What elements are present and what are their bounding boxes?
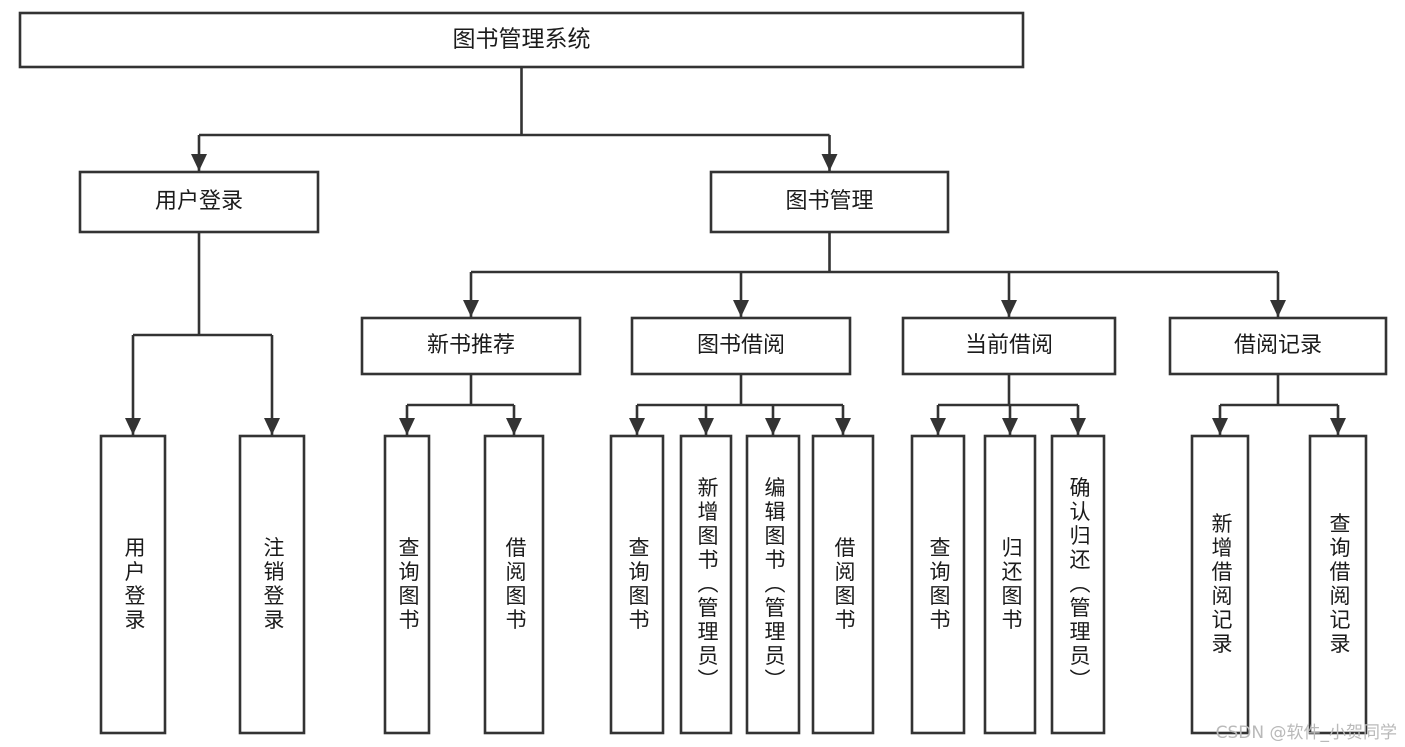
node-current-borrow[interactable]: 当前借阅 bbox=[901, 316, 1117, 376]
leaf-leaf-query-book-3[interactable]: 查询图书 bbox=[910, 434, 966, 735]
leaf-leaf-confirm-return[interactable]: 确认归还（管理员） bbox=[1050, 434, 1106, 735]
leaf-leaf-borrow-book-2-label: 借阅图书 bbox=[832, 537, 856, 633]
node-book-management[interactable]: 图书管理 bbox=[709, 170, 950, 234]
leaf-leaf-edit-book-rect bbox=[745, 434, 801, 735]
leaf-leaf-query-book-1-label: 查询图书 bbox=[396, 537, 420, 633]
leaf-leaf-return-book[interactable]: 归还图书 bbox=[983, 434, 1037, 735]
node-new-book-recommend[interactable]: 新书推荐 bbox=[360, 316, 582, 376]
node-new-book-recommend-rect bbox=[360, 316, 582, 376]
leaf-leaf-user-login[interactable]: 用户登录 bbox=[99, 434, 167, 735]
book-borrow-arrow-0 bbox=[629, 418, 645, 435]
leaf-leaf-query-book-1-rect bbox=[383, 434, 431, 735]
leaf-leaf-confirm-return-rect bbox=[1050, 434, 1106, 735]
leaf-leaf-borrow-book-2-rect bbox=[811, 434, 875, 735]
node-book-borrow-label: 图书借阅 bbox=[697, 333, 785, 358]
node-current-borrow-rect bbox=[901, 316, 1117, 376]
book-management-arrow-0 bbox=[463, 300, 479, 317]
borrow-records-arrow-1 bbox=[1330, 418, 1346, 435]
node-book-management-label: 图书管理 bbox=[785, 189, 873, 214]
leaf-leaf-add-book[interactable]: 新增图书（管理员） bbox=[679, 434, 733, 735]
leaf-leaf-query-record[interactable]: 查询借阅记录 bbox=[1308, 434, 1368, 735]
node-user-login[interactable]: 用户登录 bbox=[78, 170, 320, 234]
node-borrow-records[interactable]: 借阅记录 bbox=[1168, 316, 1388, 376]
node-book-borrow-rect bbox=[630, 316, 852, 376]
leaf-leaf-add-record-rect bbox=[1190, 434, 1250, 735]
leaf-leaf-query-book-2[interactable]: 查询图书 bbox=[609, 434, 665, 735]
book-borrow-arrow-1 bbox=[698, 418, 714, 435]
node-root[interactable]: 图书管理系统 bbox=[18, 11, 1025, 69]
leaf-leaf-borrow-book-1-label: 借阅图书 bbox=[503, 537, 527, 633]
leaf-leaf-query-book-2-rect bbox=[609, 434, 665, 735]
leaf-leaf-query-record-rect bbox=[1308, 434, 1368, 735]
node-book-borrow[interactable]: 图书借阅 bbox=[630, 316, 852, 376]
leaf-leaf-user-logout-rect bbox=[238, 434, 306, 735]
leaf-leaf-query-book-2-label: 查询图书 bbox=[626, 537, 650, 633]
new-book-recommend-arrow-1 bbox=[506, 418, 522, 435]
leaf-leaf-query-record-label: 查询借阅记录 bbox=[1327, 513, 1351, 657]
node-user-login-rect bbox=[78, 170, 320, 234]
root-arrow-0 bbox=[191, 154, 207, 171]
node-new-book-recommend-label: 新书推荐 bbox=[427, 333, 515, 358]
leaf-leaf-edit-book[interactable]: 编辑图书（管理员） bbox=[745, 434, 801, 735]
node-user-login-label: 用户登录 bbox=[155, 189, 243, 214]
connectors-layer bbox=[125, 67, 1346, 435]
leaf-leaf-edit-book-label: 编辑图书（管理员） bbox=[762, 477, 786, 693]
leaf-leaf-borrow-book-1[interactable]: 借阅图书 bbox=[483, 434, 545, 735]
leaf-leaf-user-login-label: 用户登录 bbox=[122, 537, 146, 633]
leaf-leaf-user-logout-label: 注销登录 bbox=[261, 537, 285, 633]
leaf-leaf-add-record-label: 新增借阅记录 bbox=[1209, 513, 1233, 657]
book-borrow-arrow-3 bbox=[835, 418, 851, 435]
leaf-leaf-add-book-label: 新增图书（管理员） bbox=[695, 477, 719, 693]
leaf-leaf-borrow-book-2[interactable]: 借阅图书 bbox=[811, 434, 875, 735]
leaf-leaf-borrow-book-1-rect bbox=[483, 434, 545, 735]
root-arrow-1 bbox=[821, 154, 838, 171]
node-borrow-records-label: 借阅记录 bbox=[1234, 333, 1322, 358]
leaf-leaf-query-book-3-label: 查询图书 bbox=[927, 537, 951, 633]
leaf-leaf-user-logout[interactable]: 注销登录 bbox=[238, 434, 306, 735]
leaf-leaf-query-book-1[interactable]: 查询图书 bbox=[383, 434, 431, 735]
csdn-watermark: CSDN @软件_小贺同学 bbox=[1215, 723, 1397, 743]
nodes-layer: 图书管理系统用户登录图书管理用户登录注销登录新书推荐查询图书借阅图书图书借阅查询… bbox=[18, 11, 1388, 735]
leaf-leaf-add-book-rect bbox=[679, 434, 733, 735]
book-borrow-arrow-2 bbox=[765, 418, 781, 435]
current-borrow-arrow-2 bbox=[1070, 418, 1086, 435]
user-login-arrow-0 bbox=[125, 418, 141, 435]
current-borrow-arrow-0 bbox=[930, 418, 946, 435]
leaf-leaf-return-book-rect bbox=[983, 434, 1037, 735]
leaf-leaf-query-book-3-rect bbox=[910, 434, 966, 735]
book-management-arrow-1 bbox=[733, 300, 749, 317]
current-borrow-arrow-1 bbox=[1002, 418, 1018, 435]
node-borrow-records-rect bbox=[1168, 316, 1388, 376]
borrow-records-arrow-0 bbox=[1212, 418, 1228, 435]
leaf-leaf-user-login-rect bbox=[99, 434, 167, 735]
book-management-arrow-3 bbox=[1270, 300, 1286, 317]
leaf-leaf-add-record[interactable]: 新增借阅记录 bbox=[1190, 434, 1250, 735]
node-current-borrow-label: 当前借阅 bbox=[965, 333, 1053, 358]
book-management-arrow-2 bbox=[1001, 300, 1017, 317]
user-login-arrow-1 bbox=[264, 418, 280, 435]
node-root-label: 图书管理系统 bbox=[453, 27, 591, 53]
node-root-rect bbox=[18, 11, 1025, 69]
node-book-management-rect bbox=[709, 170, 950, 234]
leaf-leaf-return-book-label: 归还图书 bbox=[999, 537, 1023, 633]
leaf-leaf-confirm-return-label: 确认归还（管理员） bbox=[1067, 477, 1091, 693]
new-book-recommend-arrow-0 bbox=[399, 418, 415, 435]
